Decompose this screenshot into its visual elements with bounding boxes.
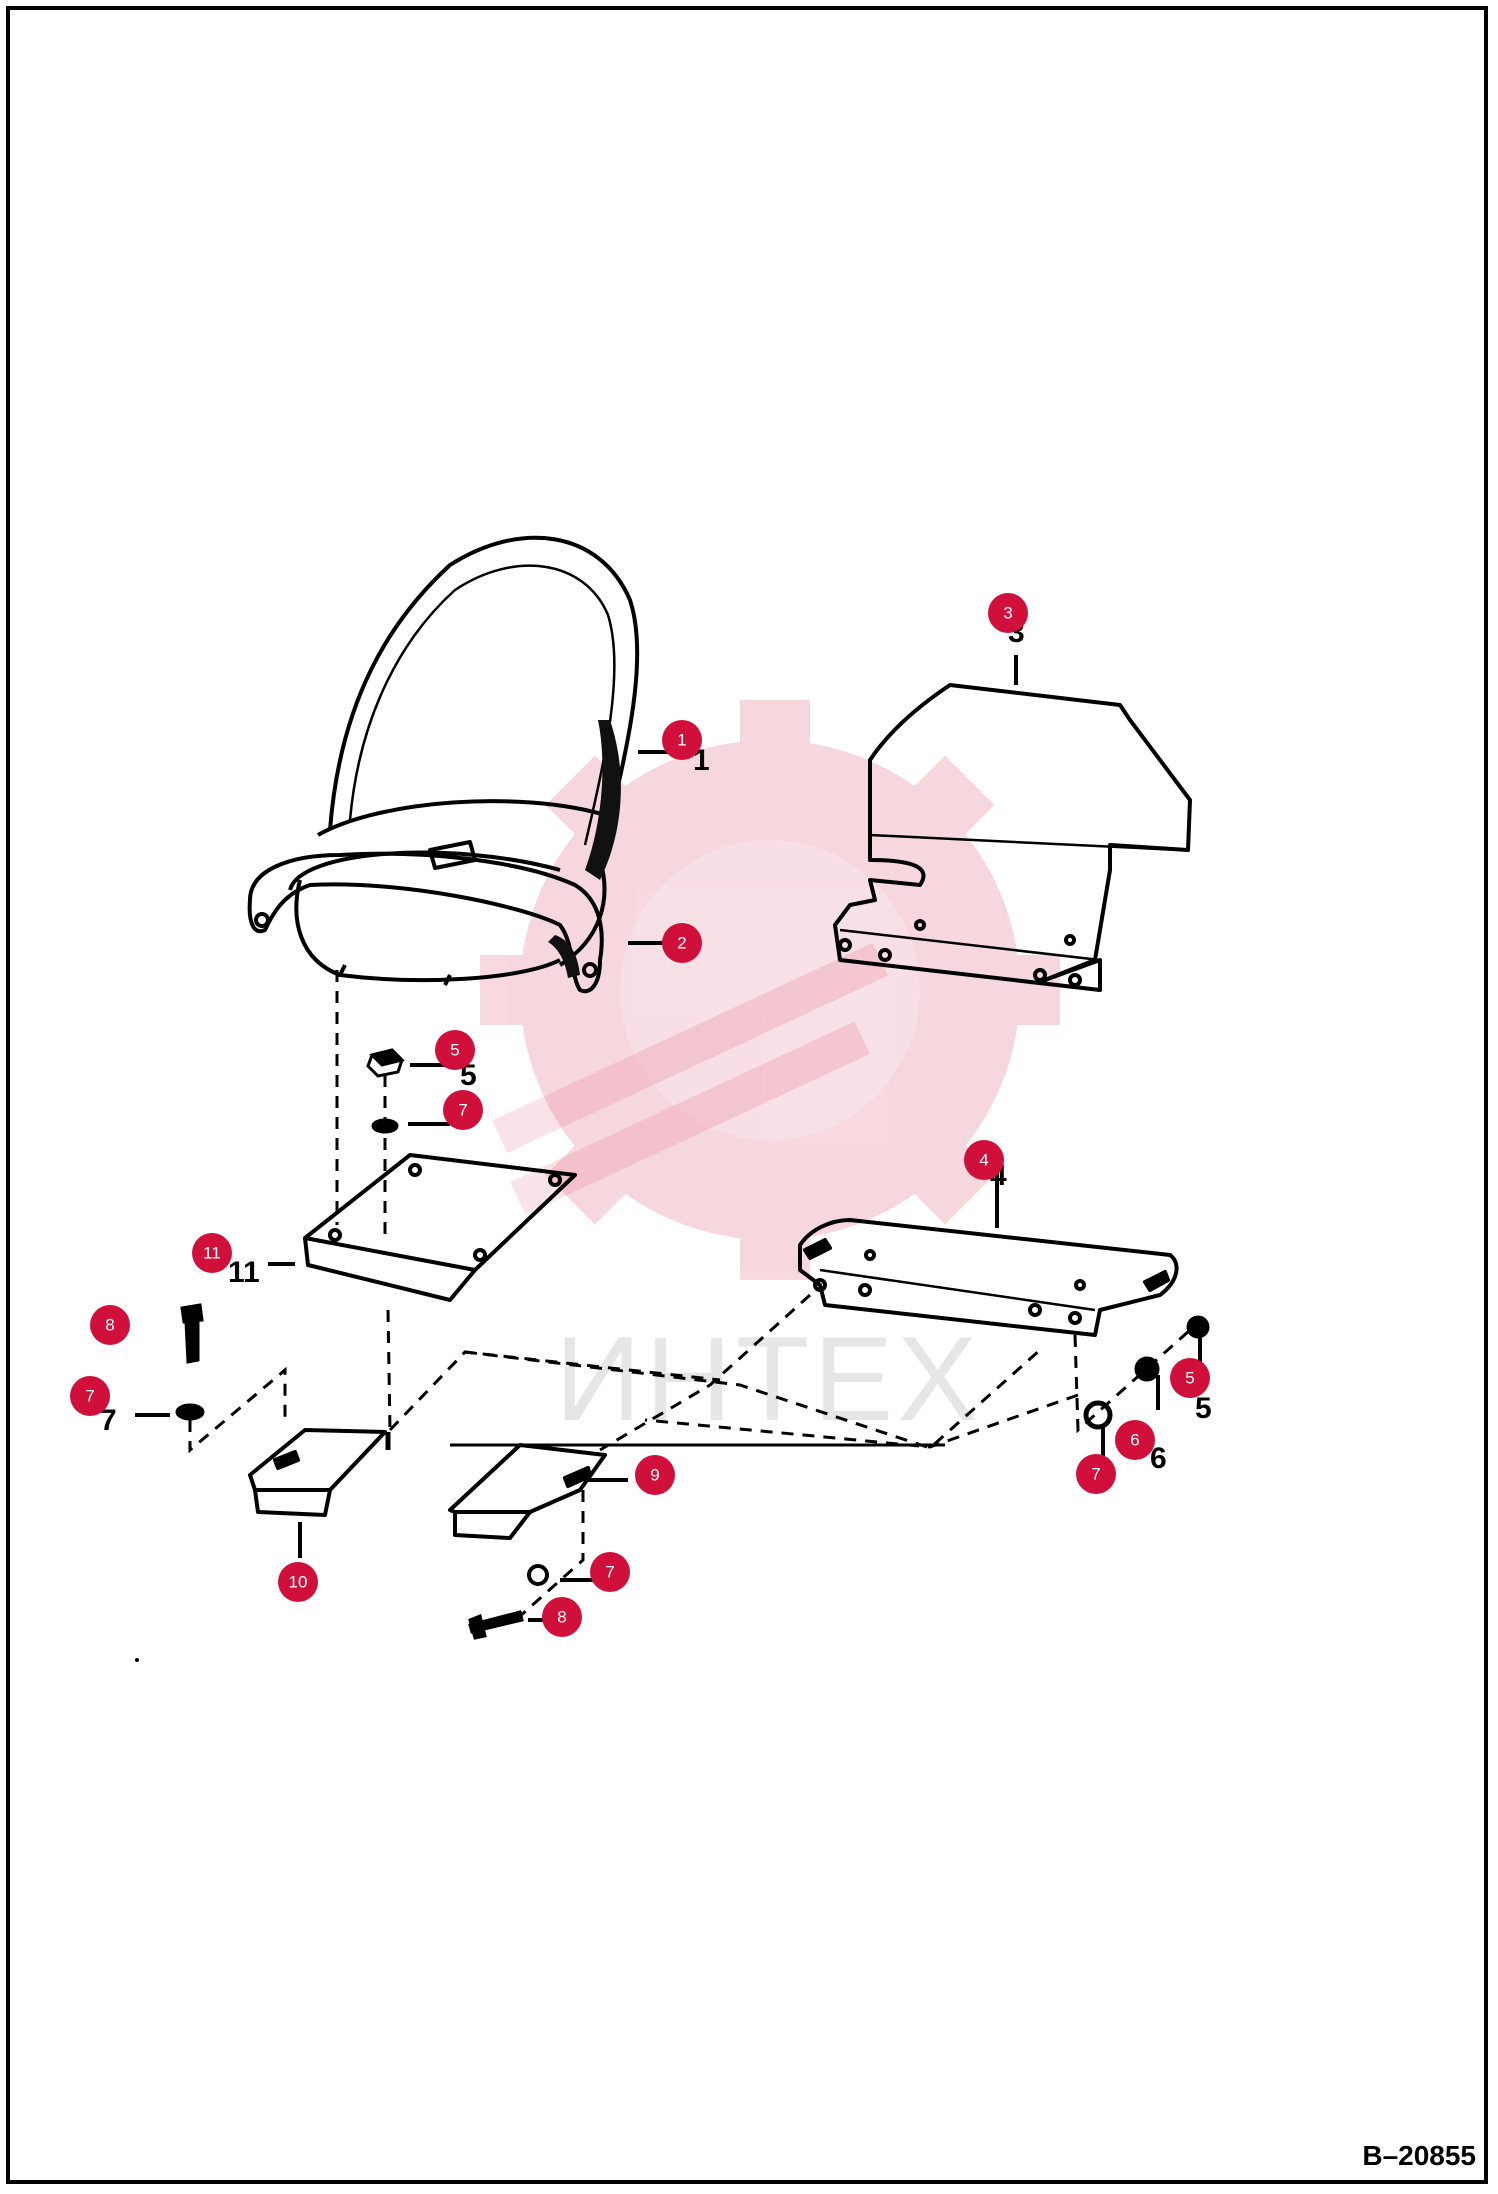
- hardware-parts: [175, 1048, 1210, 1640]
- callout-badge-2[interactable]: 2: [662, 923, 702, 963]
- stray-dot: [135, 1658, 139, 1662]
- callout-label: 11: [203, 1244, 221, 1263]
- callout-badge-5-right[interactable]: 5: [1170, 1358, 1210, 1398]
- back-plate-part-3: [833, 683, 1192, 992]
- watermark-logo-inner: [492, 840, 920, 1215]
- callout-label: 5: [450, 1041, 459, 1060]
- callout-badge-5-upper[interactable]: 5: [435, 1030, 475, 1070]
- callout-badge-6[interactable]: 6: [1115, 1420, 1155, 1460]
- callout-badge-4[interactable]: 4: [964, 1140, 1004, 1180]
- seat-side-shadow: [585, 720, 621, 880]
- callout-badge-11[interactable]: 11: [192, 1233, 232, 1273]
- callout-label: 8: [557, 1608, 566, 1627]
- callout-badge-10[interactable]: 10: [278, 1562, 318, 1602]
- callout-badge-8-left[interactable]: 8: [90, 1305, 130, 1345]
- rail-plate-part-4: [798, 1218, 1179, 1337]
- bracket-part-10: [248, 1428, 391, 1517]
- seat-bracket-shadow: [548, 935, 580, 978]
- callout-badge-9[interactable]: 9: [635, 1455, 675, 1495]
- drawing-frame: [6, 6, 1488, 2184]
- assembly-dash-line-long: [464, 1348, 1041, 1450]
- callout-badge-1[interactable]: 1: [662, 720, 702, 760]
- callout-label: 3: [1003, 604, 1012, 623]
- watermark-logo: [480, 700, 1060, 1280]
- callout-badge-7-right[interactable]: 7: [1076, 1454, 1116, 1494]
- callout-label: 5: [1185, 1369, 1194, 1388]
- callout-label: 10: [289, 1573, 308, 1592]
- callout-badge-7-lower[interactable]: 7: [590, 1552, 630, 1592]
- callout-label: 9: [650, 1466, 659, 1485]
- callout-badge-7-left[interactable]: 7: [70, 1376, 110, 1416]
- callout-label: 7: [1091, 1465, 1100, 1484]
- callout-label: 2: [677, 934, 686, 953]
- callout-label: 7: [85, 1387, 94, 1406]
- seat-part-1: [247, 535, 640, 994]
- callout-label: 8: [105, 1316, 114, 1335]
- callout-label: 7: [605, 1563, 614, 1582]
- callout-badge-3[interactable]: 3: [988, 593, 1028, 633]
- callout-label: 4: [979, 1151, 988, 1170]
- callout-label: 7: [458, 1101, 467, 1120]
- printed-ref-11: 11: [228, 1256, 260, 1289]
- callout-label: 1: [677, 731, 686, 750]
- seat-base-part-11: [303, 1153, 577, 1302]
- watermark-text: ИНТЕХ: [555, 1312, 981, 1446]
- callout-badge-7-upper[interactable]: 7: [443, 1090, 483, 1130]
- drawing-number: B–20855: [1362, 2140, 1476, 2171]
- callout-badge-8-lower[interactable]: 8: [542, 1597, 582, 1637]
- printed-ref-6: 6: [1150, 1442, 1167, 1475]
- callout-label: 6: [1130, 1431, 1139, 1450]
- printed-ref-5-right: 5: [1195, 1392, 1212, 1425]
- printed-ref-7: 7: [100, 1404, 117, 1437]
